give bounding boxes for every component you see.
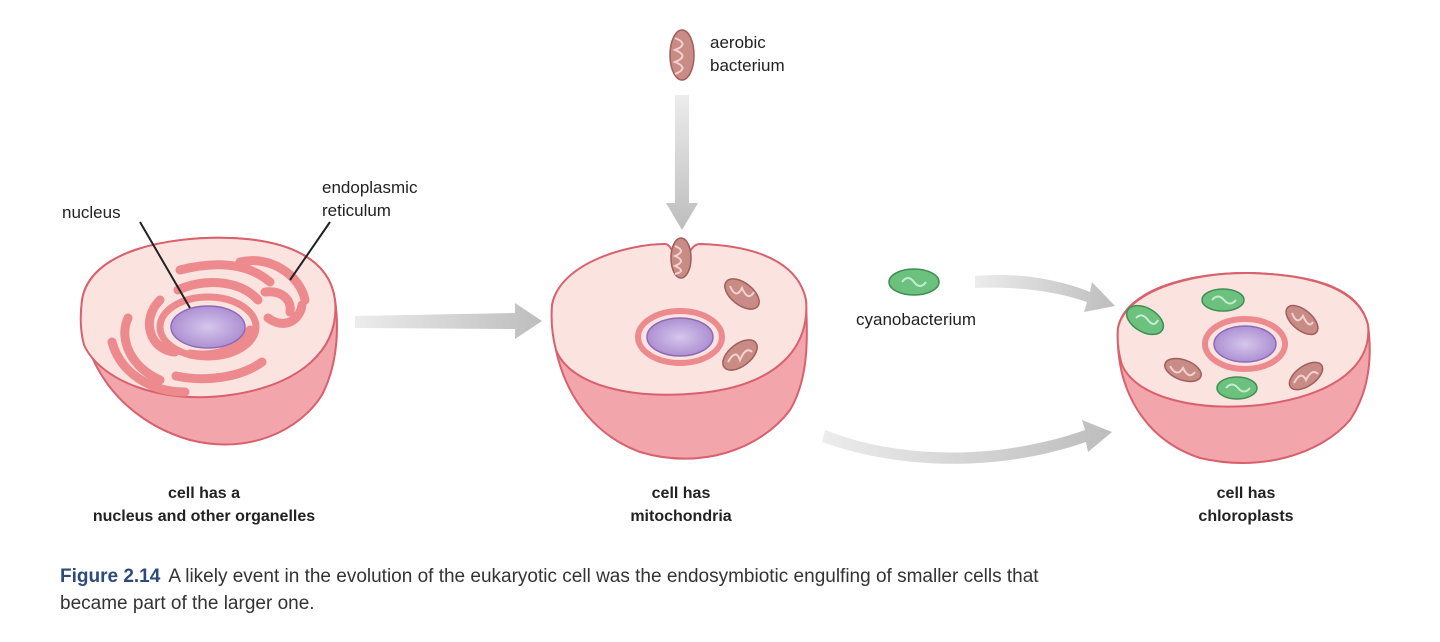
mitochondrion — [1164, 357, 1202, 383]
mitochondrion — [1288, 361, 1324, 391]
aerobic-bacterium-label-line2: bacterium — [710, 56, 785, 75]
stage2-label-line2: mitochondria — [630, 508, 731, 525]
arrow-cyanobacterium-to-cell3 — [975, 274, 1115, 312]
aerobic-bacterium — [669, 29, 695, 81]
er-label-line2: reticulum — [322, 201, 391, 220]
nucleus-shape — [1213, 325, 1277, 363]
chloroplast — [1201, 288, 1245, 312]
stage2-label-line1: cell has — [652, 485, 711, 502]
arrow-cell1-to-cell2 — [355, 303, 542, 339]
cyanobacterium-label: cyanobacterium — [856, 310, 976, 329]
engulfed-bacterium — [670, 237, 692, 279]
nucleus-label: nucleus — [62, 203, 121, 222]
er-leader-line — [289, 221, 331, 281]
aerobic-bacterium-label-line1: aerobic — [710, 33, 766, 52]
mitochondrion — [722, 339, 758, 371]
nucleus-leader-line — [139, 221, 191, 309]
nucleus-shape — [646, 317, 714, 357]
mitochondrion — [1285, 304, 1319, 336]
cell-with-nucleus — [79, 236, 338, 446]
arrow-bacterium-to-cell2 — [666, 95, 698, 230]
stage1-label-line1: cell has a — [168, 485, 240, 502]
chloroplast — [1125, 304, 1165, 336]
cell-with-chloroplasts — [1116, 271, 1371, 464]
cell-with-mitochondria — [550, 237, 808, 460]
nucleus-shape — [170, 305, 246, 349]
er-label-line1: endoplasmic — [322, 178, 418, 197]
endoplasmic-reticulum-shape — [107, 256, 310, 397]
stage3-label-line1: cell has — [1217, 485, 1276, 502]
cyanobacterium — [888, 268, 940, 296]
caption-text: A likely event in the evolution of the e… — [60, 566, 1039, 614]
chloroplast — [1216, 376, 1258, 400]
figure-number: Figure 2.14 — [60, 566, 161, 587]
mitochondrion — [724, 278, 760, 310]
stage3-label-line2: chloroplasts — [1198, 508, 1293, 525]
stage1-label-line2: nucleus and other organelles — [93, 508, 315, 525]
arrow-cell2-to-cell3 — [822, 420, 1112, 464]
